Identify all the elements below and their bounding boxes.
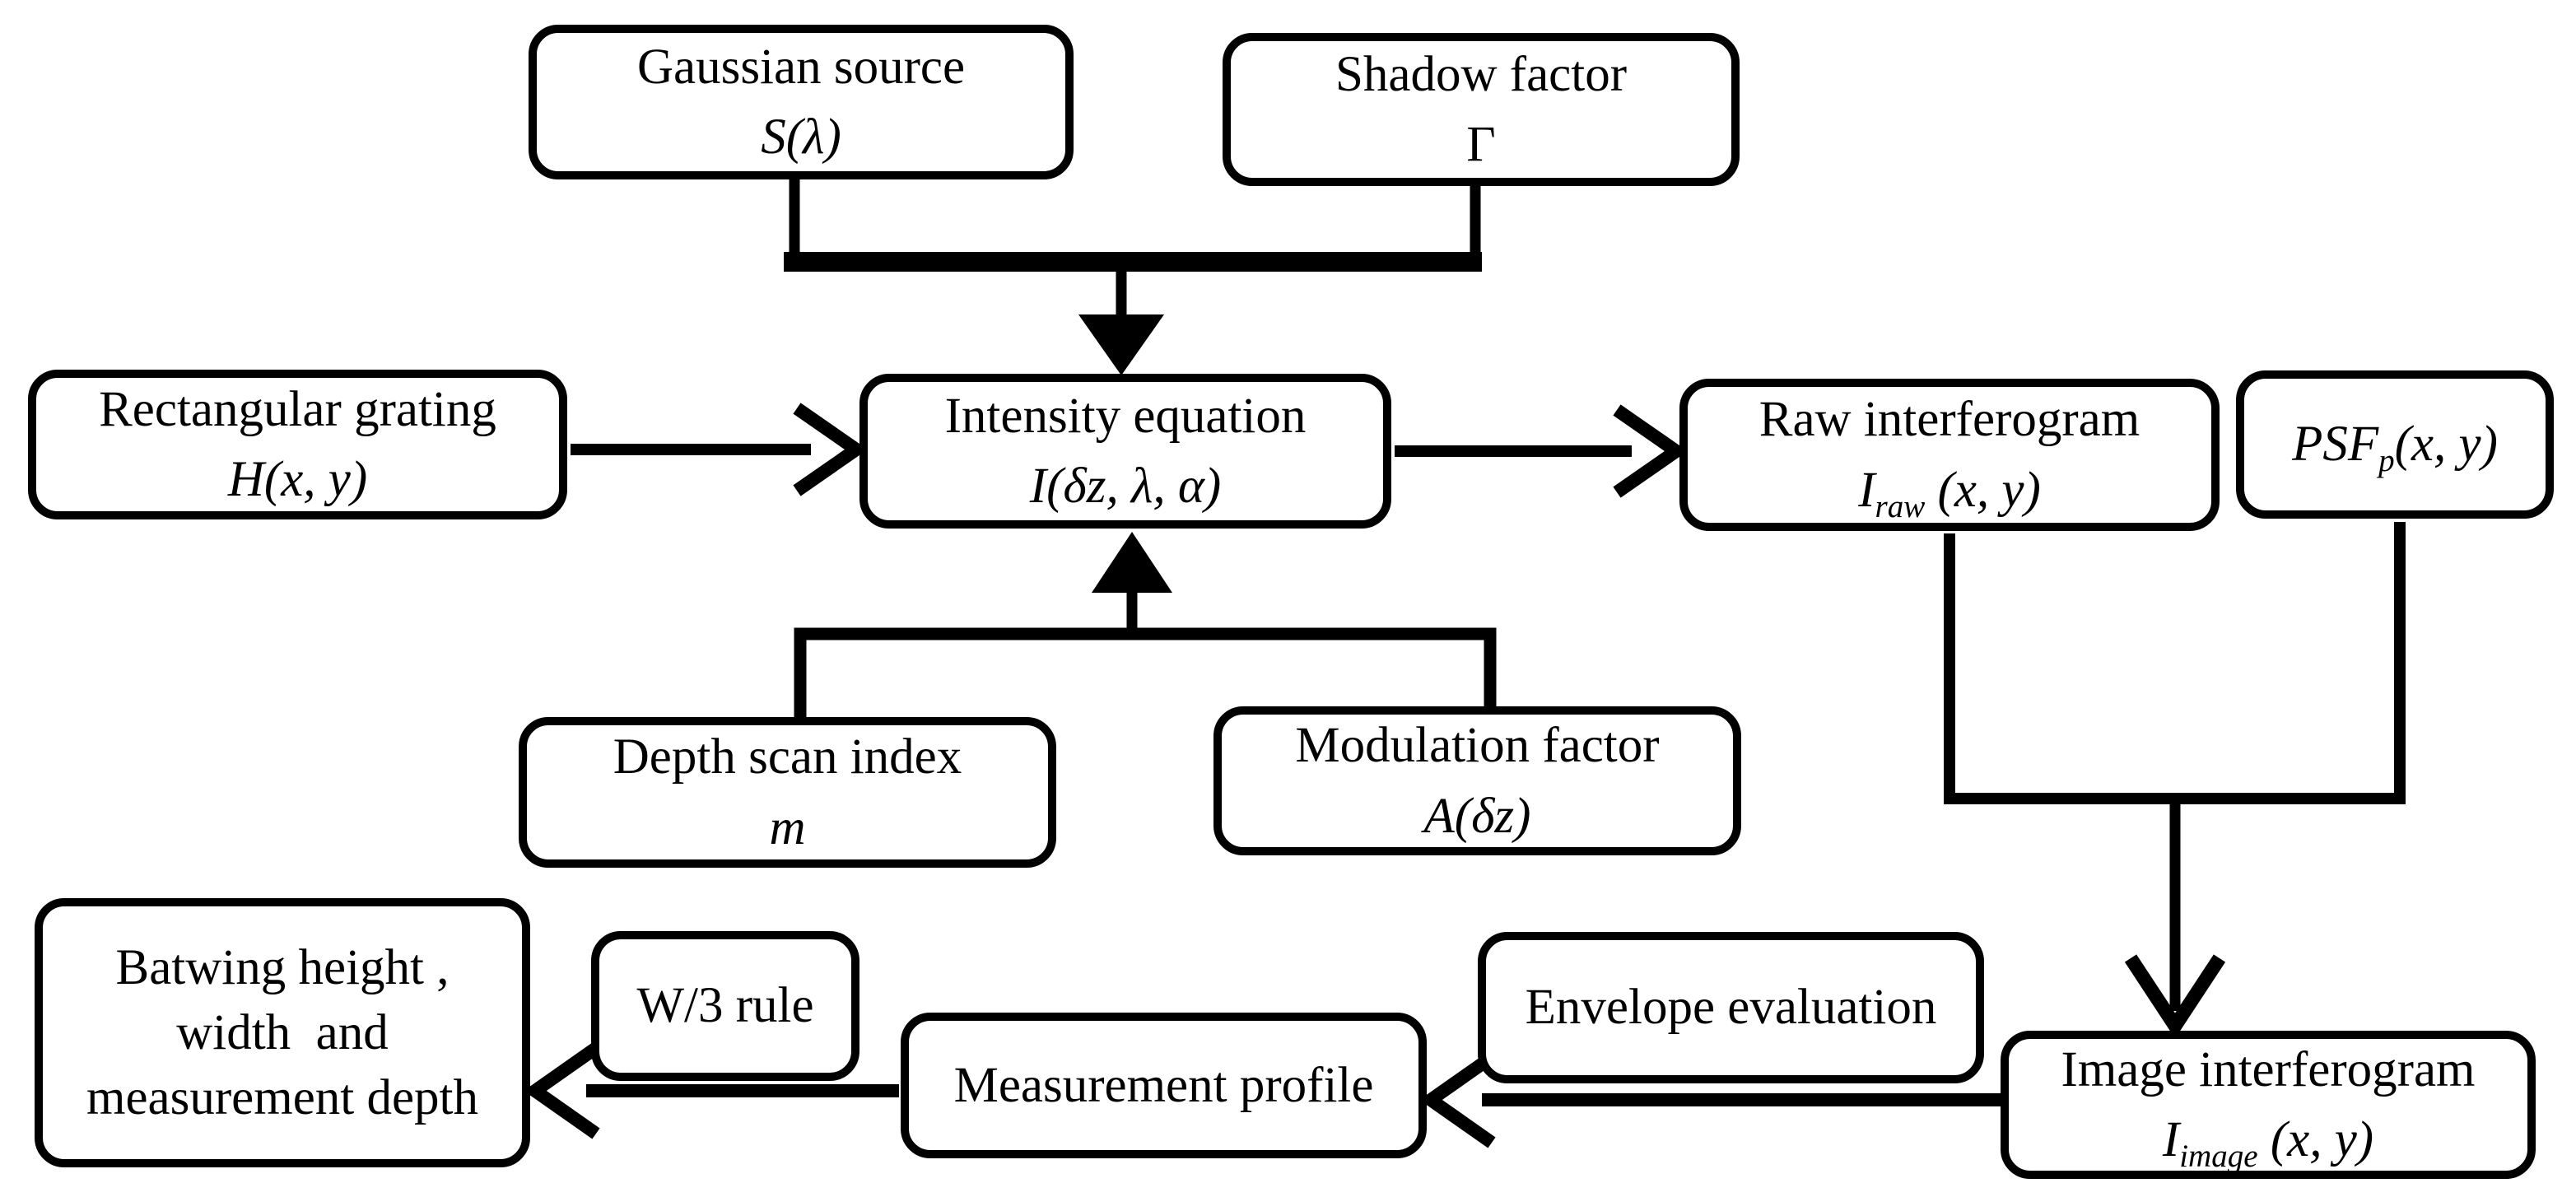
node-modulation-factor: Modulation factor A(δz) xyxy=(1213,706,1741,855)
depth-scan-index-formula: m xyxy=(769,799,806,855)
batwing-label-line3: measurement depth xyxy=(86,1070,478,1126)
shadow-factor-label: Shadow factor xyxy=(1335,46,1628,102)
intensity-equation-label: Intensity equation xyxy=(944,388,1307,444)
raw-formula-args: (x, y) xyxy=(1925,462,2041,518)
measurement-profile-label: Measurement profile xyxy=(953,1057,1374,1113)
shadow-factor-formula: Γ xyxy=(1466,117,1496,172)
image-formula-base: I xyxy=(2162,1112,2180,1167)
raw-formula-base: I xyxy=(1858,462,1875,518)
intensity-equation-formula: I(δz, λ, α) xyxy=(1029,459,1222,514)
raw-interferogram-label: Raw interferogram xyxy=(1758,392,2140,448)
node-envelope-evaluation: Envelope evaluation xyxy=(1478,932,1984,1083)
psf-formula-args: (x, y) xyxy=(2394,417,2498,473)
image-formula-sub: image xyxy=(2179,1139,2258,1175)
w3-rule-label: W/3 rule xyxy=(636,978,814,1034)
edge-image-to-measurement-arrowhead xyxy=(1419,1051,1496,1148)
gaussian-source-formula: S(λ) xyxy=(761,109,841,165)
rectangular-grating-label: Rectangular grating xyxy=(99,381,496,437)
edge-merge-to-image-arrowhead xyxy=(2124,954,2226,1039)
rectangular-grating-formula: H(x, y) xyxy=(227,452,368,507)
image-interferogram-label: Image interferogram xyxy=(2061,1041,2476,1097)
gaussian-source-label: Gaussian source xyxy=(636,39,966,95)
edge-raw-psf-merge-line xyxy=(1944,522,2406,804)
node-w3-rule: W/3 rule xyxy=(591,931,859,1081)
node-rectangular-grating: Rectangular grating H(x, y) xyxy=(28,370,567,519)
modulation-factor-formula: A(δz) xyxy=(1423,788,1531,844)
edge-merge-to-intensity-arrowhead xyxy=(1078,314,1164,375)
node-image-interferogram: Image interferogram Iimage (x, y) xyxy=(2001,1031,2536,1179)
node-raw-interferogram: Raw interferogram Iraw (x, y) xyxy=(1679,379,2220,531)
image-interferogram-formula: Iimage (x, y) xyxy=(2163,1105,2373,1175)
node-shadow-factor: Shadow factor Γ xyxy=(1223,33,1740,186)
envelope-evaluation-label: Envelope evaluation xyxy=(1525,980,1937,1036)
node-intensity-equation: Intensity equation I(δz, λ, α) xyxy=(859,374,1391,529)
psf-formula-base: PSF xyxy=(2292,417,2379,473)
psf-formula: PSFp(x, y) xyxy=(2292,409,2498,479)
node-depth-scan-index: Depth scan index m xyxy=(519,717,1056,868)
modulation-factor-label: Modulation factor xyxy=(1295,718,1660,774)
batwing-label-line1: Batwing height , xyxy=(115,939,450,995)
node-gaussian-source: Gaussian source S(λ) xyxy=(529,25,1074,179)
edge-measurement-to-batwing-arrowhead xyxy=(524,1042,600,1139)
edge-merge-up-to-intensity-arrowhead xyxy=(1092,532,1172,593)
edge-intensity-to-raw-arrowhead xyxy=(1613,404,1689,498)
batwing-label-line2: width and xyxy=(176,1004,389,1060)
raw-formula-sub: raw xyxy=(1875,488,1926,524)
edge-bottom-merge-line xyxy=(794,627,1497,719)
raw-interferogram-formula: Iraw (x, y) xyxy=(1858,455,2041,525)
edge-grating-to-intensity-arrowhead xyxy=(793,403,869,496)
image-formula-args: (x, y) xyxy=(2257,1112,2374,1167)
depth-scan-index-label: Depth scan index xyxy=(613,729,962,785)
psf-formula-sub: p xyxy=(2378,443,2395,479)
node-measurement-profile: Measurement profile xyxy=(901,1013,1427,1158)
node-psf: PSFp(x, y) xyxy=(2236,370,2554,519)
node-batwing-output: Batwing height , width and measurement d… xyxy=(35,898,530,1167)
